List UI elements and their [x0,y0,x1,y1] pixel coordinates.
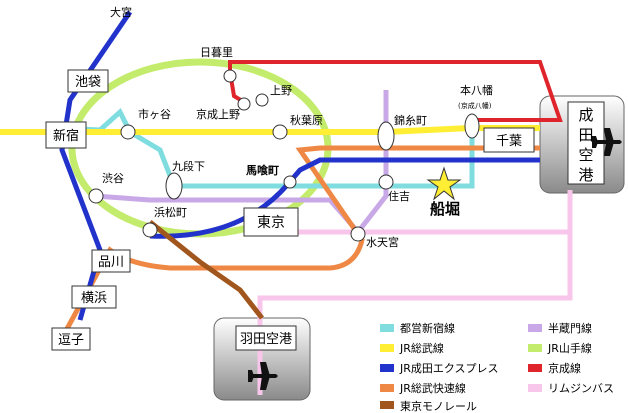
yokohama-box [71,285,117,309]
station-label-bakurocho: 馬喰町 [246,163,279,177]
legend-label-toei-shinjuku: 都営新宿線 [400,321,455,335]
shinjuku-box [45,121,87,149]
station-label-kinshicho: 錦糸町 [394,113,427,127]
station-label-yokohama: 横浜 [81,291,107,306]
station-label-ichigaya: 市ヶ谷 [138,107,171,121]
legend-label-monorail: 東京モノレール [400,399,477,413]
station-label-narita-4: 港 [578,166,593,184]
station-marker-keisei-ueno [237,97,251,111]
legend-label-narita-express: JR成田エクスプレス [399,362,499,375]
tokyo-monorail [148,220,264,320]
station-label-zushi: 逗子 [58,333,84,348]
hanzomon-line [94,90,389,236]
station-label-narita-1: 成 [578,106,593,124]
tokyo-box [243,207,299,237]
chiba-box [483,127,535,153]
legend-label-jr-sobu: JR総武線 [399,341,444,355]
star-icon [426,166,462,201]
station-marker-akihabara [272,124,288,140]
station-label-funabori: 船堀 [430,200,460,218]
legend-label-hanzomon: 半蔵門線 [548,321,592,335]
legend-swatch-jr-sobu [380,344,394,352]
legend-swatch-keisei [528,364,542,372]
station-marker-nippori [223,69,237,83]
jr-sobu-line [0,125,540,135]
station-label-keisei-ueno: 京成上野 [196,107,240,121]
legend-swatch-yamanote [528,344,542,352]
station-label-omiya: 大宮 [110,5,132,19]
airplane-icon [248,362,278,390]
legend-label-keisei: 京成線 [548,361,581,375]
station-label-ueno: 上野 [270,84,292,97]
station-label-narita-2: 田 [578,126,593,144]
legend-swatch-toei-shinjuku [380,324,394,332]
station-label-hamamatsucho: 浜松町 [154,205,187,219]
legend-swatch-narita-express [380,364,394,372]
station-marker-motoyawata [464,113,480,139]
station-marker-hamamatsucho [142,222,158,238]
station-marker-suitengu [350,226,366,242]
legend-swatch-hanzomon [528,324,542,332]
keisei-line [228,60,563,122]
jr-sobu-rapid-line [59,145,540,340]
station-label-shinagawa: 品川 [98,255,124,270]
station-label-nippori: 日暮里 [200,45,233,59]
station-label-kudanshita: 九段下 [172,159,205,173]
station-marker-ichigaya [120,124,136,140]
station-label-motoyawata: 本八幡 [460,83,493,97]
station-marker-ueno [255,93,269,107]
station-label-shinjuku: 新宿 [53,128,79,144]
station-label-chiba: 千葉 [496,134,522,149]
legend-swatch-sobu-rapid [380,384,394,392]
station-marker-kudanshita [165,172,183,200]
legend: 都営新宿線 JR総武線 JR成田エクスプレス JR総武快速線 東京モノレール 半… [380,321,614,413]
station-label-narita-3: 空 [578,146,593,164]
legend-label-yamanote: JR山手線 [547,341,592,355]
legend-swatch-monorail [380,401,394,409]
station-label-suitengu: 水天宮 [366,235,399,249]
station-label-akihabara: 秋葉原 [290,113,323,127]
shinagawa-box [91,249,131,273]
station-label-tokyo: 東京 [257,215,285,231]
haneda-label-box [235,325,297,351]
station-label-shibuya: 渋谷 [102,172,124,185]
legend-swatch-limousine-bus [528,384,542,392]
station-label-sumiyoshi: 住吉 [388,189,410,203]
station-label-haneda: 羽田空港 [240,332,292,347]
ikebukuro-box [67,69,109,93]
legend-label-limousine-bus: リムジンバス [548,382,614,395]
station-label-ikebukuro: 池袋 [75,75,101,90]
station-marker-bakurocho [283,175,297,189]
station-marker-kinshicho [377,121,395,151]
legend-label-sobu-rapid: JR総武快速線 [399,381,466,395]
zushi-box [51,327,91,351]
jr-narita-express-line [59,10,540,321]
station-marker-shibuya [88,188,104,204]
airplane-icon [592,128,622,156]
station-marker-sumiyoshi [378,174,394,190]
station-label-motoyawata-sub: (京成八幡) [458,101,492,110]
